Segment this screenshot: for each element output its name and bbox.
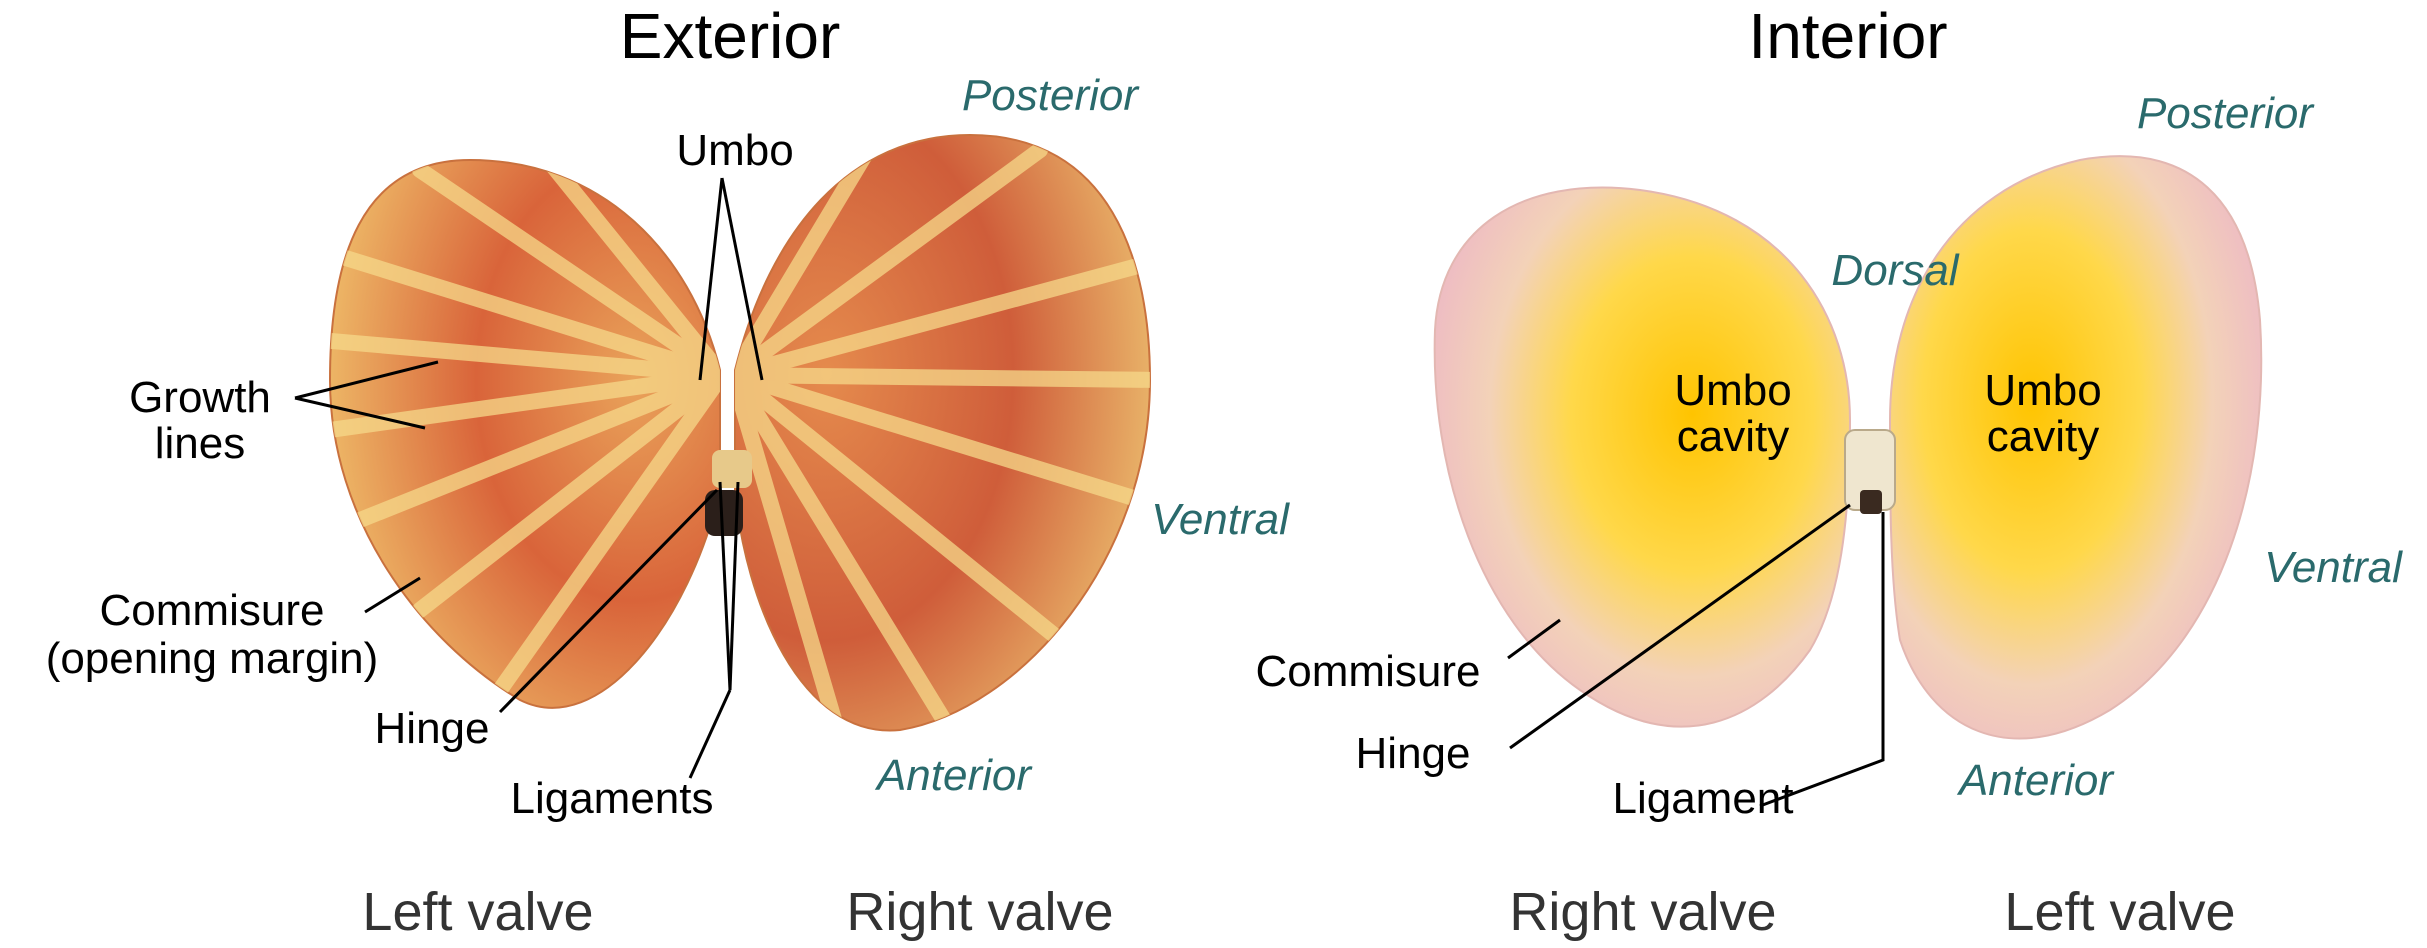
commisure-label-line2: (opening margin) bbox=[46, 634, 379, 683]
interior-dorsal-label: Dorsal bbox=[1831, 246, 1959, 295]
interior-hinge-shape bbox=[1844, 429, 1896, 514]
interior-posterior-label: Posterior bbox=[2137, 89, 2315, 138]
exterior-right-valve-label: Right valve bbox=[846, 882, 1113, 942]
exterior-title: Exterior bbox=[620, 0, 841, 72]
interior-left-valve-label: Left valve bbox=[2004, 882, 2235, 942]
umbo-cavity-left-valve-line2: cavity bbox=[1987, 412, 2099, 461]
umbo-cavity-left-valve-line1: Umbo bbox=[1984, 366, 2101, 415]
interior-commisure-label: Commisure bbox=[1256, 647, 1481, 696]
exterior-hinge-ligament-shape bbox=[705, 450, 752, 536]
exterior-anterior-label: Anterior bbox=[874, 751, 1033, 800]
exterior-leader-lines bbox=[294, 177, 764, 779]
interior-anterior-label: Anterior bbox=[1956, 756, 2115, 805]
exterior-right-valve-shape bbox=[734, 133, 1152, 732]
exterior-posterior-label: Posterior bbox=[962, 71, 1140, 120]
commisure-label-line1: Commisure bbox=[100, 586, 325, 635]
exterior-left-valve-shape bbox=[328, 158, 721, 709]
umbo-cavity-right-valve-line1: Umbo bbox=[1674, 366, 1791, 415]
exterior-ventral-label: Ventral bbox=[1151, 495, 1290, 544]
growth-lines-label-line1: Growth bbox=[129, 373, 271, 422]
growth-lines-label-line2: lines bbox=[155, 419, 246, 468]
interior-right-valve-shape bbox=[1433, 186, 1852, 728]
interior-right-valve-label: Right valve bbox=[1509, 882, 1776, 942]
exterior-left-valve-label: Left valve bbox=[362, 882, 593, 942]
interior-hinge-label: Hinge bbox=[1356, 729, 1471, 778]
interior-title: Interior bbox=[1748, 0, 1947, 72]
hinge-label: Hinge bbox=[375, 704, 490, 753]
umbo-cavity-right-valve-line2: cavity bbox=[1677, 412, 1789, 461]
interior-ligament-label: Ligament bbox=[1612, 774, 1793, 823]
ligaments-label: Ligaments bbox=[510, 774, 713, 823]
umbo-label: Umbo bbox=[676, 126, 793, 175]
interior-ventral-label: Ventral bbox=[2264, 543, 2403, 592]
interior-leader-lines bbox=[1507, 503, 1885, 808]
interior-left-valve-shape bbox=[1888, 155, 2263, 740]
